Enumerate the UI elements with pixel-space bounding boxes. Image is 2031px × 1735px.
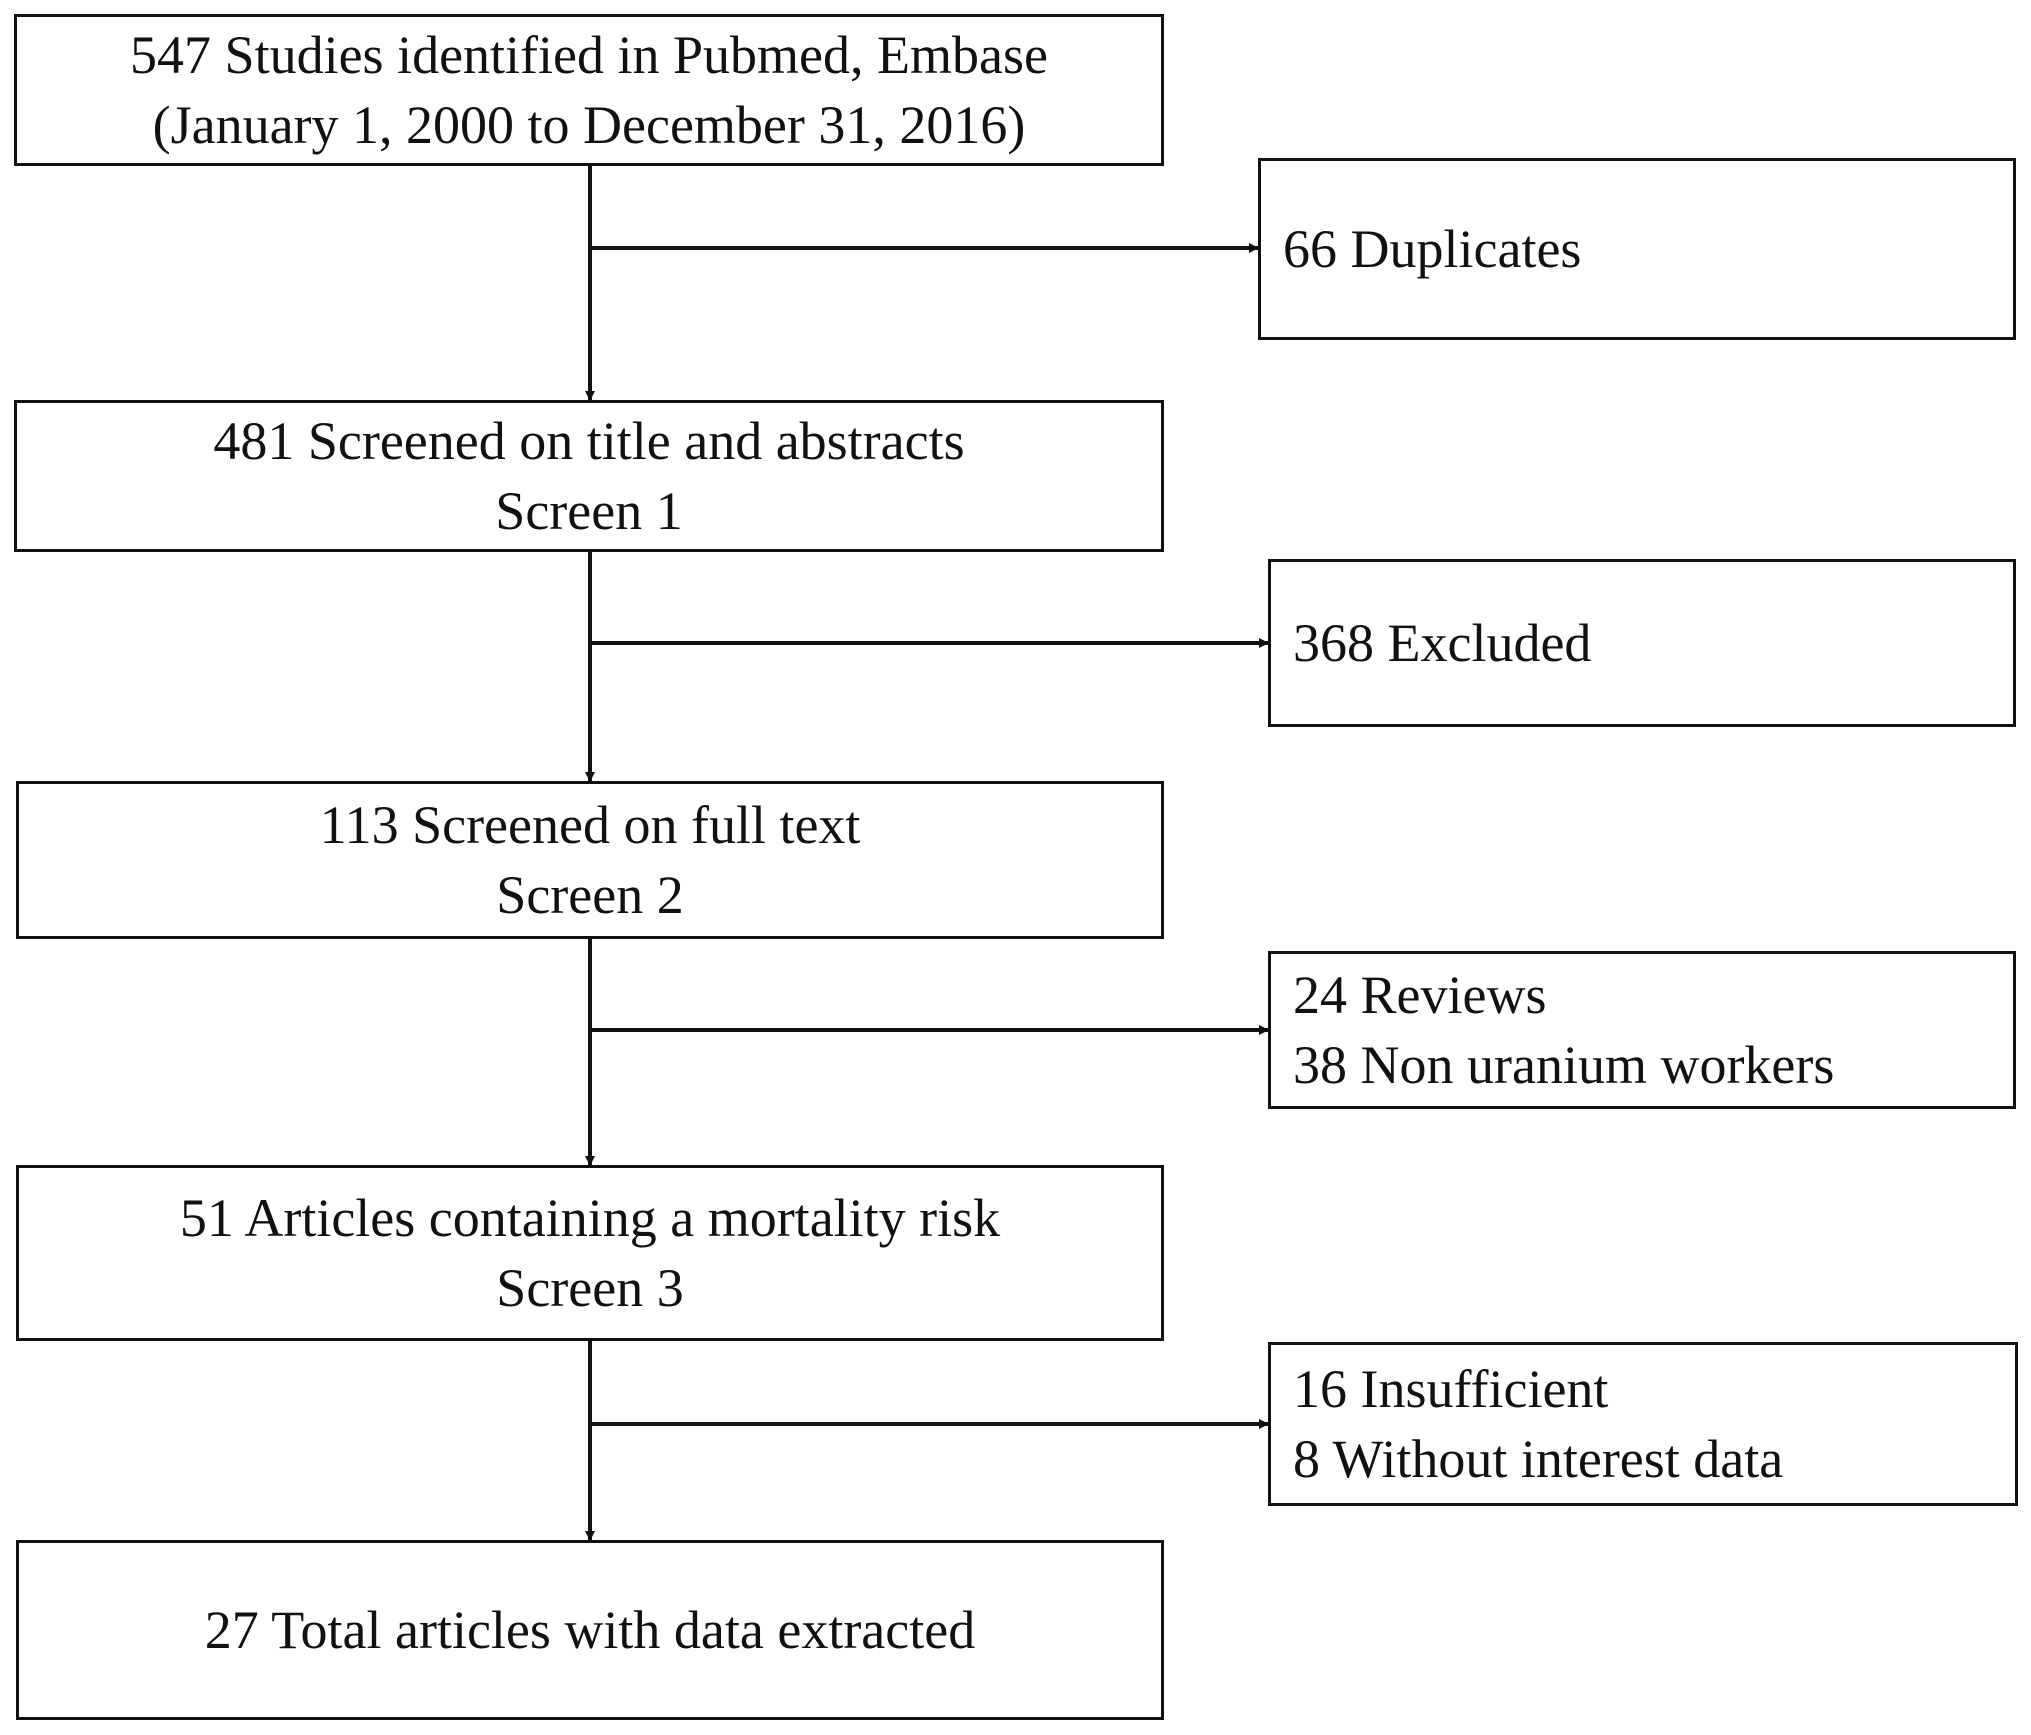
step-identified-box: 547 Studies identified in Pubmed, Embase… xyxy=(14,14,1164,166)
exclusion-reviews-line-1: 24 Reviews xyxy=(1293,965,1547,1025)
exclusion-insufficient-line-2: 8 Without interest data xyxy=(1293,1429,1784,1489)
exclusion-reviews-box: 24 Reviews 38 Non uranium workers xyxy=(1268,951,2016,1109)
step-final-box: 27 Total articles with data extracted xyxy=(16,1540,1164,1720)
step-screen-1-box: 481 Screened on title and abstracts Scre… xyxy=(14,400,1164,552)
step-identified-line-2: (January 1, 2000 to December 31, 2016) xyxy=(152,95,1026,155)
step-final-line-1: 27 Total articles with data extracted xyxy=(204,1600,976,1660)
exclusion-reviews-line-2: 38 Non uranium workers xyxy=(1293,1035,1835,1095)
exclusion-insufficient-line-1: 16 Insufficient xyxy=(1293,1359,1609,1419)
exclusion-duplicates-line-1: 66 Duplicates xyxy=(1283,219,1582,279)
step-screen-3-line-1: 51 Articles containing a mortality risk xyxy=(179,1188,1001,1248)
step-screen-1-line-2: Screen 1 xyxy=(495,481,683,541)
step-screen-2-box: 113 Screened on full text Screen 2 xyxy=(16,781,1164,939)
step-identified-line-1: 547 Studies identified in Pubmed, Embase xyxy=(130,25,1048,85)
step-screen-2-line-2: Screen 2 xyxy=(496,865,684,925)
step-screen-2-line-1: 113 Screened on full text xyxy=(319,795,861,855)
exclusion-excluded-line-1: 368 Excluded xyxy=(1293,613,1592,673)
step-screen-3-line-2: Screen 3 xyxy=(496,1258,684,1318)
exclusion-excluded-box: 368 Excluded xyxy=(1268,559,2016,727)
exclusion-duplicates-box: 66 Duplicates xyxy=(1258,158,2016,340)
step-screen-3-box: 51 Articles containing a mortality risk … xyxy=(16,1165,1164,1341)
exclusion-insufficient-box: 16 Insufficient 8 Without interest data xyxy=(1268,1342,2018,1506)
step-screen-1-line-1: 481 Screened on title and abstracts xyxy=(213,411,965,471)
